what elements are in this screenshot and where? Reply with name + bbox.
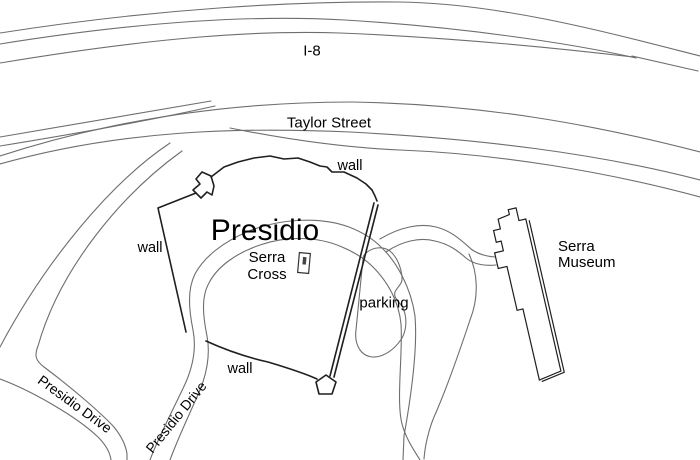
south-bastion-pentagon <box>315 374 337 395</box>
taylor-street-label: Taylor Street <box>286 114 372 132</box>
museum-access-roads <box>379 224 498 460</box>
taylor-street-lines <box>0 100 700 198</box>
presidio-site-label: Presidio <box>210 214 320 247</box>
parking-label: parking <box>359 294 409 312</box>
highway-i8-lines <box>0 1 700 72</box>
serra-museum-label-line2: Museum <box>558 254 616 271</box>
wall-label-south: wall <box>227 361 253 377</box>
highway-label: I-8 <box>303 42 321 60</box>
serra-cross-label-line2: Cross <box>247 266 287 283</box>
serra-cross-marker <box>296 251 312 275</box>
presidio-drive-roads <box>0 142 421 460</box>
serra-cross-label: Serra Cross <box>247 249 286 283</box>
northwest-bastion <box>192 171 215 199</box>
presidio-walls <box>157 155 379 380</box>
serra-museum-label-line1: Serra <box>558 238 595 255</box>
parking-loop <box>355 247 407 358</box>
wall-label-west: wall <box>137 240 163 256</box>
serra-museum-label: Serra Museum <box>558 239 616 271</box>
serra-cross-label-line1: Serra <box>248 249 286 266</box>
serra-museum-building <box>492 207 565 383</box>
wall-label-north: wall <box>337 158 363 174</box>
